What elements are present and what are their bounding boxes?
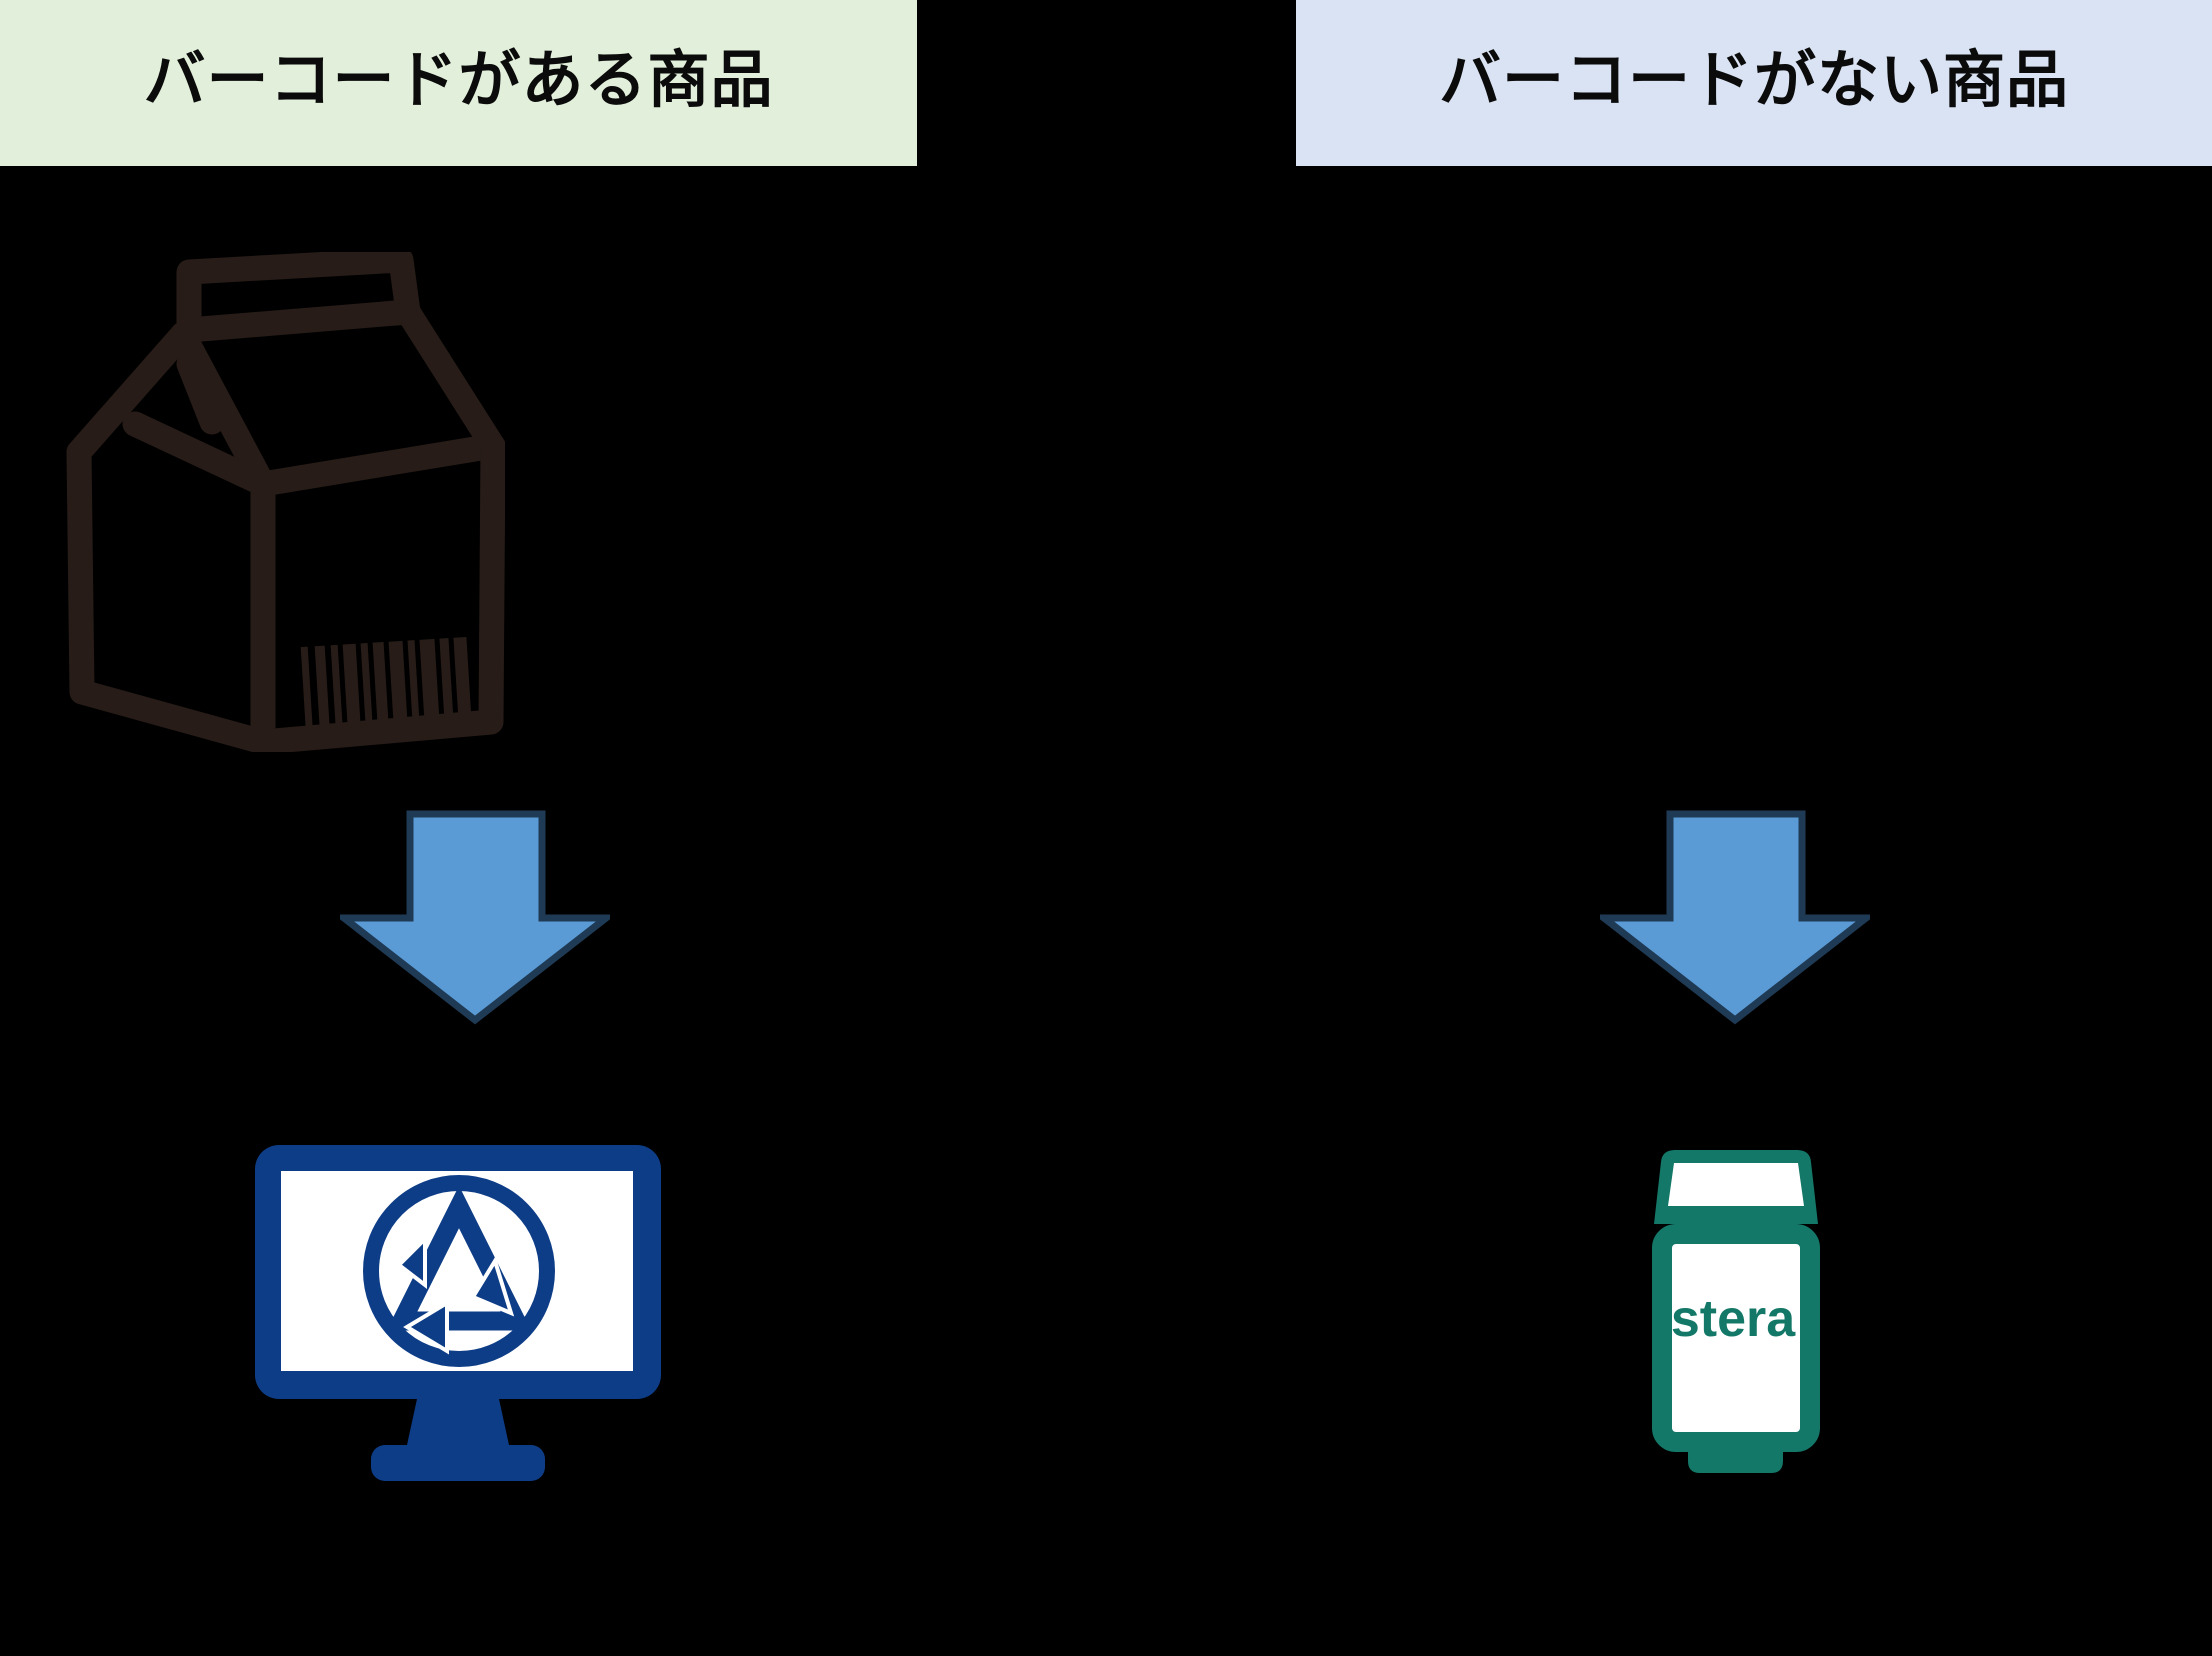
stera-payment-terminal-icon: stera bbox=[1652, 1150, 1820, 1473]
down-arrow-icon-right bbox=[1600, 810, 1870, 1025]
header-right-label: バーコードがない商品 bbox=[1438, 46, 2069, 115]
down-arrow-icon-left bbox=[340, 810, 610, 1025]
header-products-with-barcode: バーコードがある商品 bbox=[0, 0, 917, 166]
recycle-triangle-logo-icon bbox=[363, 1175, 555, 1367]
pos-monitor-with-distribution-logo-icon bbox=[255, 1145, 661, 1481]
barcode-icon bbox=[300, 636, 472, 729]
header-products-without-barcode: バーコードがない商品 bbox=[1296, 0, 2212, 166]
header-left-label: バーコードがある商品 bbox=[143, 46, 774, 115]
stera-label: stera bbox=[1671, 1290, 1796, 1348]
milk-carton-with-barcode-icon bbox=[66, 252, 505, 752]
